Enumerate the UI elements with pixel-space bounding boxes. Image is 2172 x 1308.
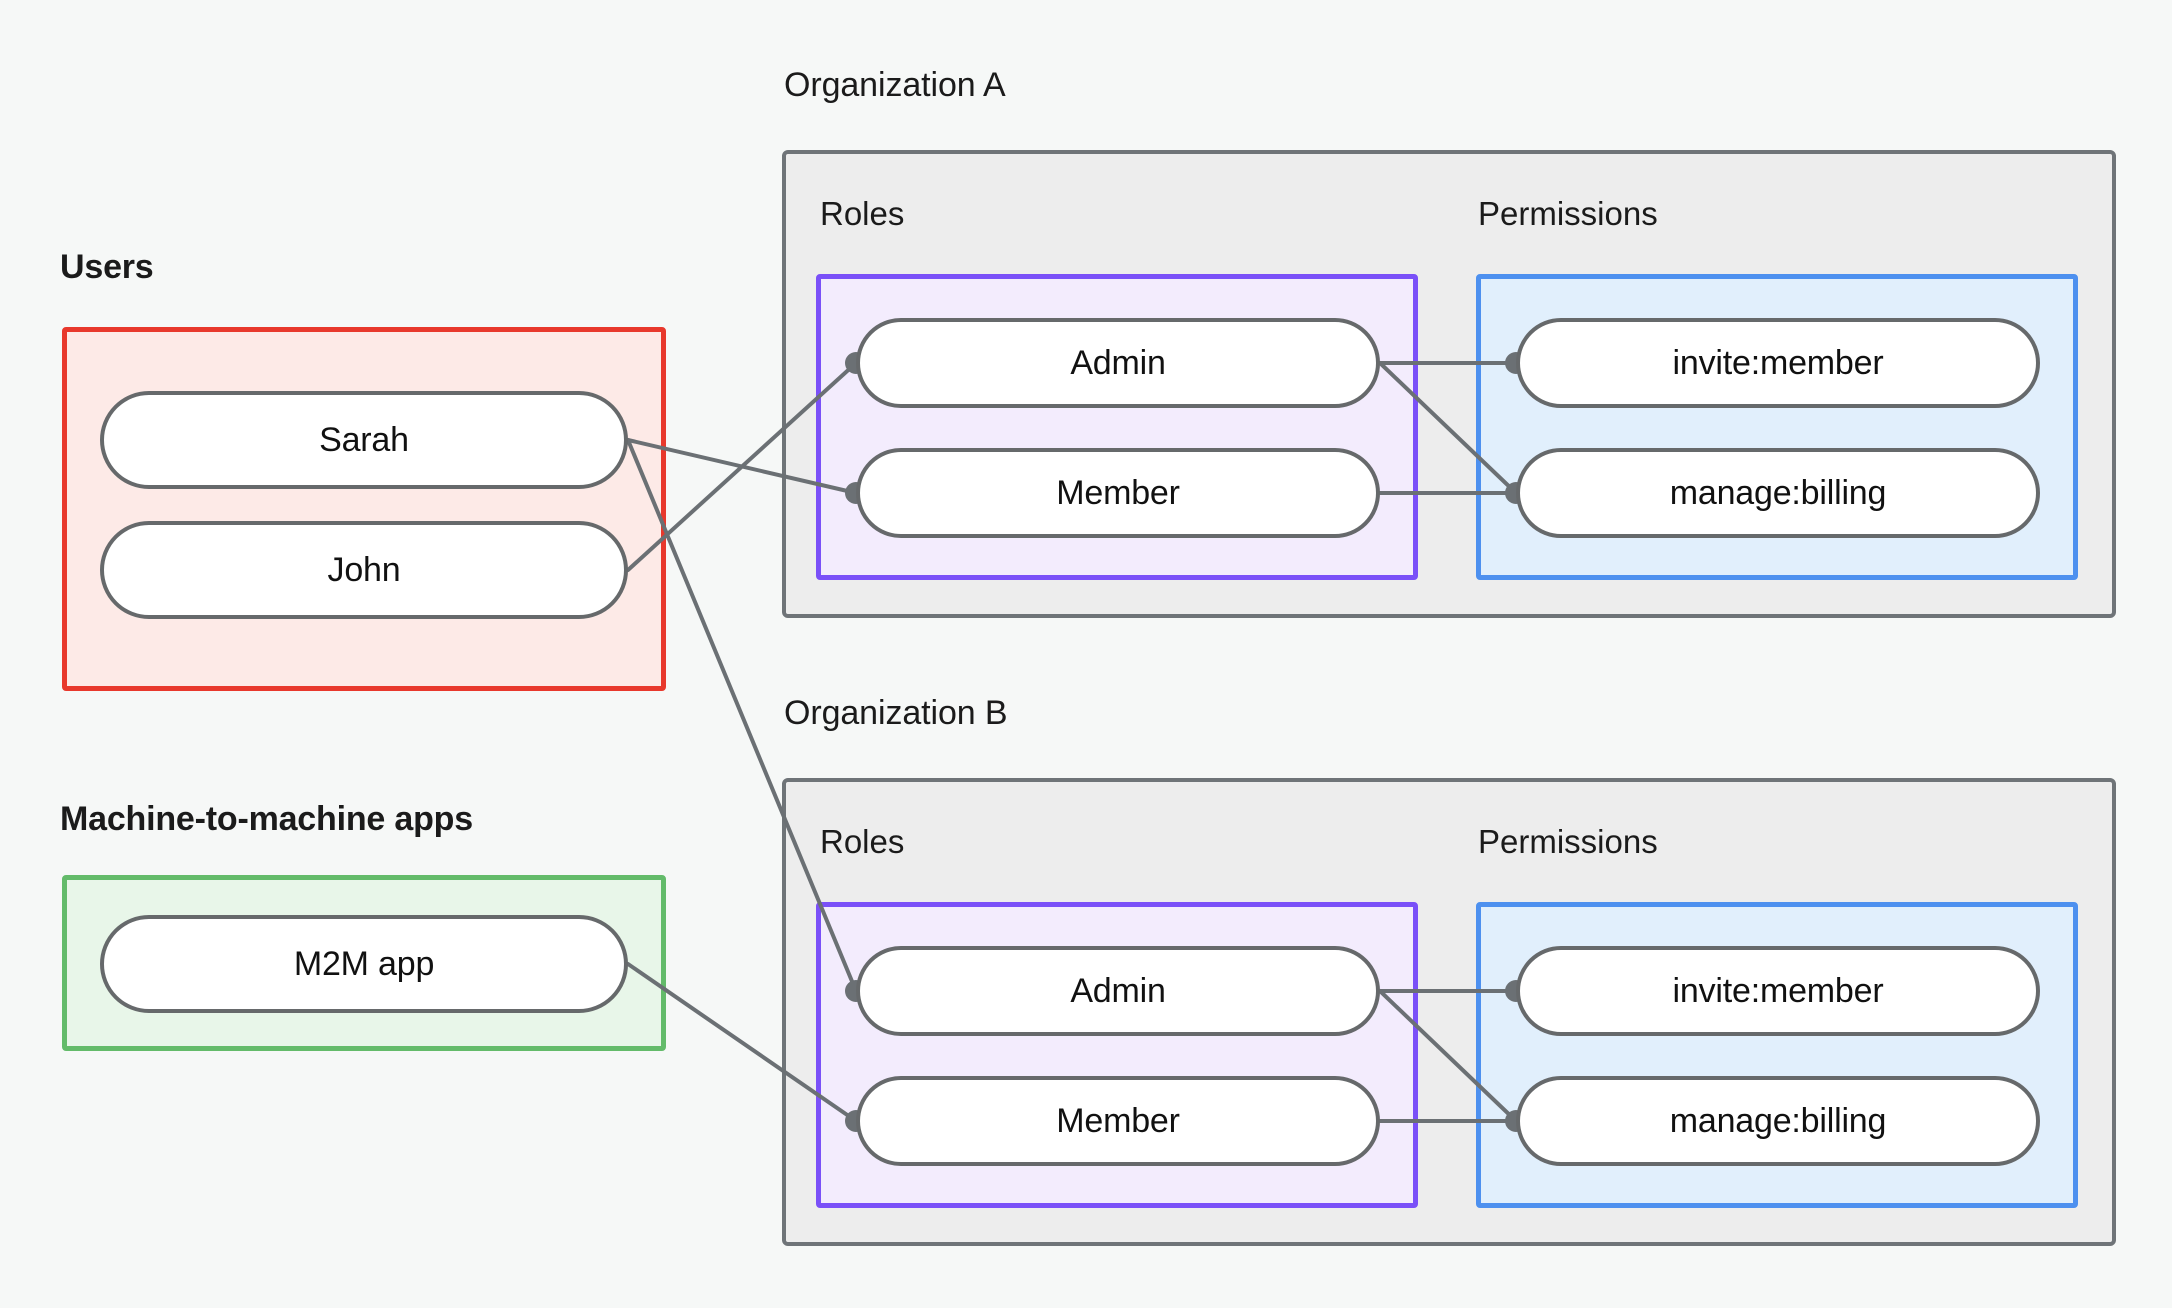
node-org-b-manage-billing-label: manage:billing: [1669, 1101, 1887, 1140]
org-b-permissions-title: Permissions: [1478, 823, 1658, 860]
org-b-title: Organization B: [784, 694, 1008, 732]
node-m2m-app[interactable]: M2M app: [100, 915, 628, 1013]
node-sarah[interactable]: Sarah: [100, 391, 628, 489]
node-org-a-admin[interactable]: Admin: [856, 318, 1380, 408]
node-org-b-invite-member-label: invite:member: [1672, 971, 1884, 1010]
org-a-permissions-title: Permissions: [1478, 195, 1658, 232]
node-org-b-member[interactable]: Member: [856, 1076, 1380, 1166]
node-org-b-manage-billing[interactable]: manage:billing: [1516, 1076, 2040, 1166]
node-org-b-member-label: Member: [1056, 1101, 1180, 1140]
node-org-b-admin-label: Admin: [1070, 971, 1166, 1010]
node-org-a-member-label: Member: [1056, 473, 1180, 512]
org-a-roles-title: Roles: [820, 195, 905, 232]
users-group-title: Users: [60, 248, 154, 286]
m2m-group-title: Machine-to-machine apps: [60, 800, 473, 838]
node-org-a-admin-label: Admin: [1070, 343, 1166, 382]
users-container: [62, 327, 666, 691]
node-org-a-member[interactable]: Member: [856, 448, 1380, 538]
node-m2m-app-label: M2M app: [293, 944, 435, 983]
node-org-a-invite-member[interactable]: invite:member: [1516, 318, 2040, 408]
node-org-a-invite-member-label: invite:member: [1672, 343, 1884, 382]
node-john-label: John: [327, 550, 401, 589]
node-org-b-invite-member[interactable]: invite:member: [1516, 946, 2040, 1036]
node-org-b-admin[interactable]: Admin: [856, 946, 1380, 1036]
node-org-a-manage-billing[interactable]: manage:billing: [1516, 448, 2040, 538]
org-b-roles-title: Roles: [820, 823, 905, 860]
node-org-a-manage-billing-label: manage:billing: [1669, 473, 1887, 512]
node-john[interactable]: John: [100, 521, 628, 619]
node-sarah-label: Sarah: [319, 420, 409, 459]
org-a-title: Organization A: [784, 66, 1006, 104]
